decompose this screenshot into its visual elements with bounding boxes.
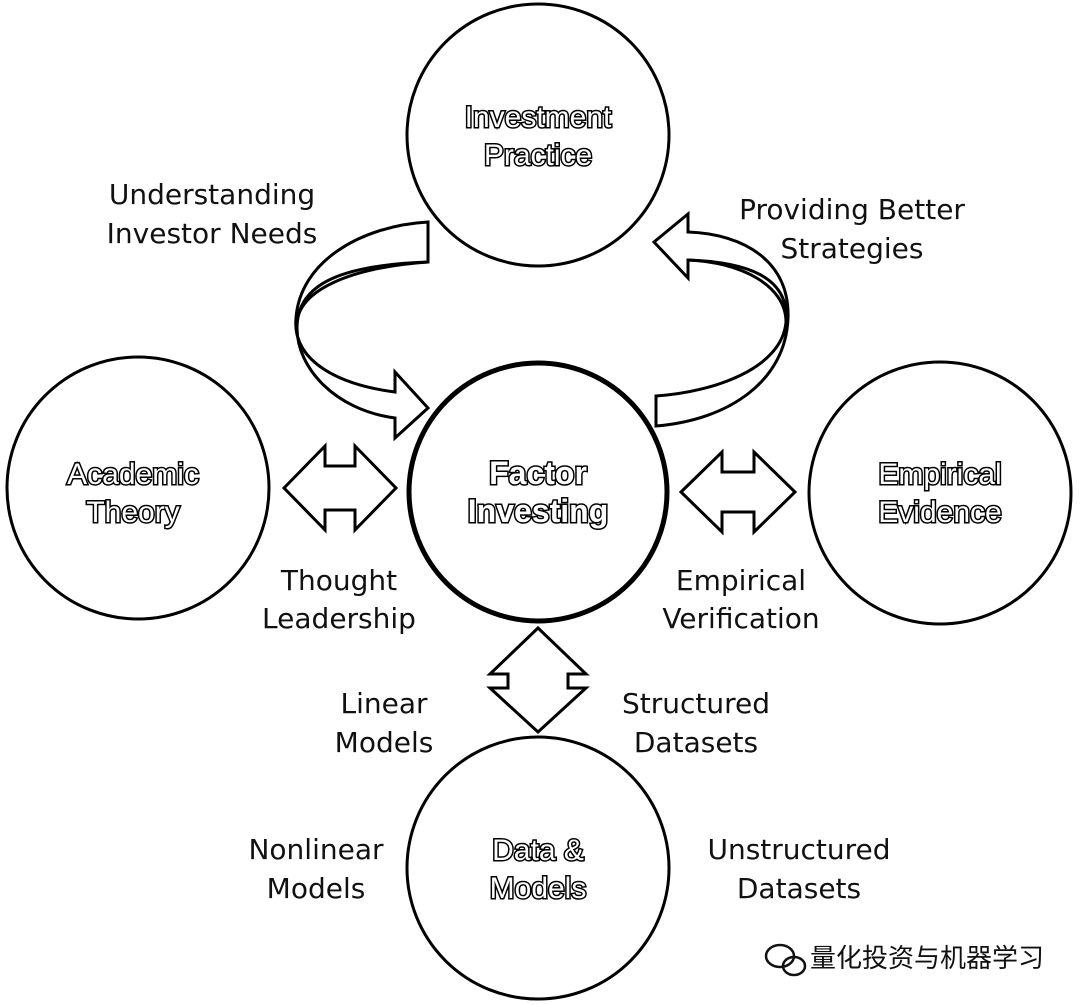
label-understanding-line2: Investor Needs [107, 217, 318, 250]
label-verification-line1: Empirical [676, 564, 806, 597]
label-verification-line2: Verification [662, 602, 819, 635]
label-structured-line2: Datasets [634, 726, 758, 759]
label-thought-line2: Leadership [262, 602, 416, 635]
data-models-line1: Data & [492, 834, 584, 867]
label-structured-line1: Structured [622, 687, 770, 720]
label-unstructured-line2: Datasets [737, 872, 861, 905]
academic-theory-line2: Theory [86, 496, 179, 529]
investment-practice-line2: Practice [484, 139, 592, 172]
wechat-icon [764, 943, 807, 977]
double-arrow-thought-leadership [281, 442, 399, 534]
empirical-evidence-line2: Evidence [878, 496, 1001, 529]
watermark-text: 量化投资与机器学习 [810, 944, 1044, 974]
label-linear-line2: Models [335, 726, 434, 759]
label-unstructured-line1: Unstructured [707, 833, 890, 866]
node-factor-investing [406, 360, 670, 624]
node-empirical-evidence [807, 360, 1073, 626]
factor-investing-line2: Investing [468, 493, 608, 529]
cycle-arrow-right [651, 210, 790, 428]
academic-theory-line1: Academic [67, 458, 199, 491]
label-providing-line1: Providing Better [739, 193, 965, 226]
label-understanding-line1: Understanding [109, 178, 315, 211]
node-academic-theory [5, 355, 271, 621]
double-arrow-empirical-verification [678, 448, 798, 536]
double-arrow-models-datasets [486, 625, 590, 735]
node-investment-practice [405, 2, 671, 268]
factor-investing-line1: Factor [489, 455, 587, 491]
label-providing-line2: Strategies [781, 232, 924, 265]
investment-practice-line1: Investment [465, 101, 612, 134]
cycle-arrow-left [294, 220, 431, 442]
empirical-evidence-line1: Empirical [878, 458, 1001, 491]
label-nonlinear-line1: Nonlinear [248, 833, 384, 866]
label-nonlinear-line2: Models [267, 872, 366, 905]
label-linear-line1: Linear [340, 687, 428, 720]
data-models-line2: Models [490, 872, 587, 905]
node-data-models [405, 735, 671, 1001]
label-thought-line1: Thought [280, 564, 397, 597]
